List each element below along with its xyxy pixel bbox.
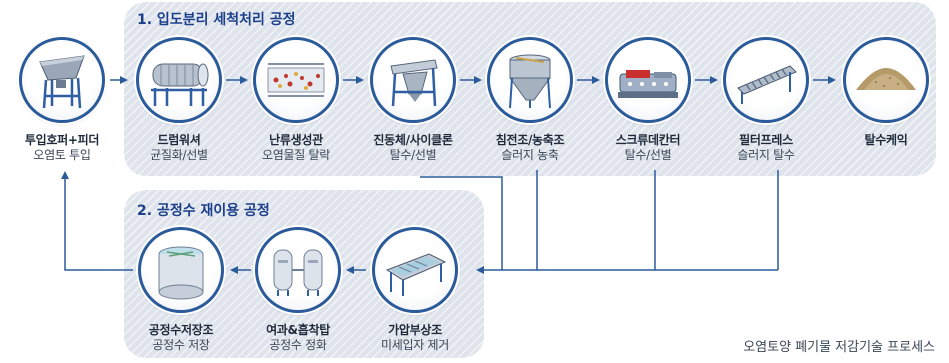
node-hopper: 투입호퍼+피더 오염토 투입 bbox=[6, 37, 118, 162]
filtration-sub: 공정수 정화 bbox=[269, 338, 327, 352]
filtration-tower-icon bbox=[255, 227, 341, 313]
drum-washer-name: 드럼워셔 bbox=[157, 133, 201, 147]
vibrating-screen-icon bbox=[370, 37, 456, 123]
drum-washer-sub: 균질화/선별 bbox=[150, 148, 208, 162]
node-filtration: 여과&흡착탑 공정수 정화 bbox=[242, 227, 354, 352]
process-2-title: 2. 공정수 재이용 공정 bbox=[137, 203, 270, 219]
cake-name: 탈수케익 bbox=[864, 133, 908, 147]
decanter-sub: 탈수/선별 bbox=[624, 148, 672, 162]
thickener-tank-icon bbox=[487, 37, 573, 123]
storage-name: 공정수저장조 bbox=[148, 323, 214, 337]
node-decanter: 스크류데칸터 탈수/선별 bbox=[592, 37, 704, 162]
flotation-sub: 미세입자 제거 bbox=[381, 338, 449, 352]
decanter-name: 스크류데칸터 bbox=[615, 133, 681, 147]
node-flotation: 가압부상조 미세입자 제거 bbox=[359, 227, 471, 352]
thickener-sub: 슬러지 농축 bbox=[501, 148, 559, 162]
return-line-screen bbox=[420, 176, 503, 270]
node-turbulence: 난류생성관 오염물질 탈락 bbox=[240, 37, 352, 162]
turbulence-sub: 오염물질 탈락 bbox=[262, 148, 330, 162]
node-storage: 공정수저장조 공정수 저장 bbox=[125, 227, 237, 352]
thickener-name: 침전조/농축조 bbox=[495, 133, 565, 147]
hopper-name: 투입호퍼+피더 bbox=[24, 133, 100, 147]
turbulence-name: 난류생성관 bbox=[269, 133, 323, 147]
flotation-tank-icon bbox=[372, 227, 458, 313]
filter-press-sub: 슬러지 탈수 bbox=[737, 148, 795, 162]
filter-press-icon bbox=[723, 37, 809, 123]
diagram-caption: 오염토양 폐기물 저감기술 프로세스 bbox=[743, 340, 935, 355]
arrow-storage-hopper bbox=[61, 171, 133, 271]
hopper-sub: 오염토 투입 bbox=[33, 148, 91, 162]
filter-press-name: 필터프레스 bbox=[739, 133, 793, 147]
node-cake: 탈수케익 bbox=[830, 37, 942, 148]
dewatered-cake-icon bbox=[843, 37, 929, 123]
storage-sub: 공정수 저장 bbox=[152, 338, 210, 352]
turbulence-pipe-icon bbox=[253, 37, 339, 123]
node-thickener: 침전조/농축조 슬러지 농축 bbox=[474, 37, 586, 162]
filtration-name: 여과&흡착탑 bbox=[266, 323, 330, 337]
storage-tank-icon bbox=[138, 227, 224, 313]
node-vibrating-screen: 진동체/사이클론 탈수/선별 bbox=[357, 37, 469, 162]
node-drum-washer: 드럼워셔 균질화/선별 bbox=[123, 37, 235, 162]
flotation-name: 가압부상조 bbox=[388, 323, 442, 337]
decanter-icon bbox=[605, 37, 691, 123]
vibrating-screen-name: 진동체/사이클론 bbox=[373, 133, 453, 147]
process-1-title: 1. 입도분리 세척처리 공정 bbox=[137, 12, 296, 28]
node-filter-press: 필터프레스 슬러지 탈수 bbox=[710, 37, 822, 162]
drum-washer-icon bbox=[136, 37, 222, 123]
vibrating-screen-sub: 탈수/선별 bbox=[389, 148, 437, 162]
hopper-icon bbox=[19, 37, 105, 123]
